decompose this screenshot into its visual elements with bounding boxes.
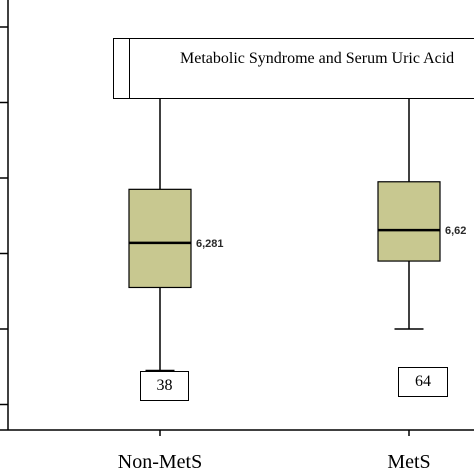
- title-legend-swatch: [114, 39, 130, 98]
- y-axis-ticks: [0, 26, 8, 406]
- category-label: Non-MetS: [118, 451, 202, 473]
- median-label: 6,281: [196, 238, 224, 250]
- box: [377, 181, 441, 262]
- chart-title: Metabolic Syndrome and Serum Uric Acid: [180, 50, 455, 67]
- boxes-group: 6,281 6,62: [128, 71, 466, 372]
- count-label-non-mets: 38: [140, 371, 189, 401]
- chart-title-box: Metabolic Syndrome and Serum Uric Acid: [113, 38, 474, 99]
- category-labels: Non-MetS MetS: [118, 451, 431, 473]
- category-label: MetS: [387, 451, 430, 473]
- x-axis-ticks: [159, 430, 410, 436]
- count-label-mets: 64: [398, 367, 448, 397]
- box: [128, 188, 192, 289]
- median-label: 6,62: [445, 225, 466, 237]
